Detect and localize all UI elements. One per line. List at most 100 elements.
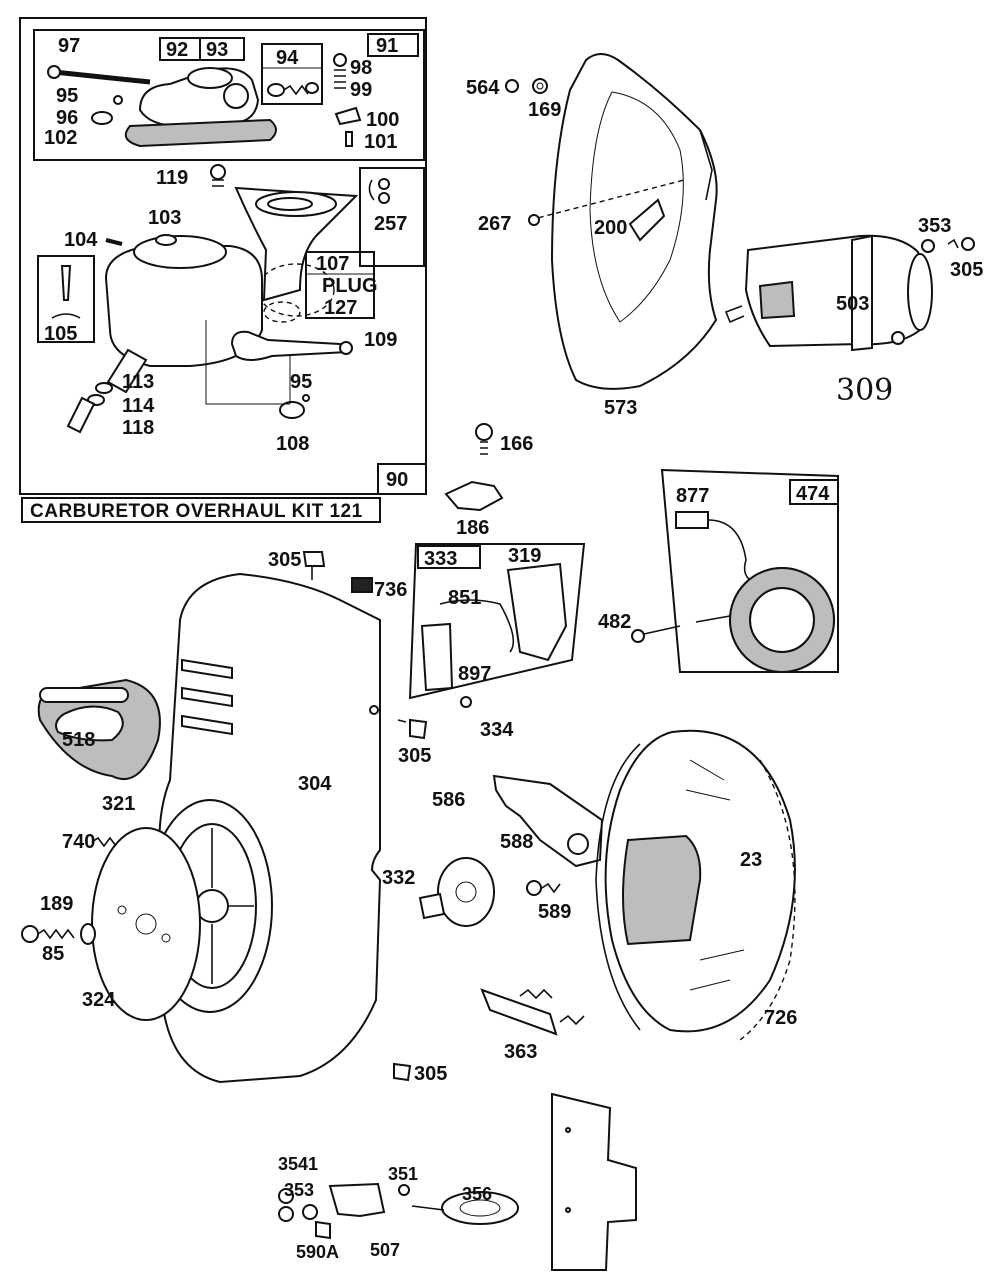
float-103 bbox=[133, 235, 227, 269]
label-118: 118 bbox=[122, 417, 154, 439]
label-3541: 3541 bbox=[278, 1154, 318, 1174]
label-564: 564 bbox=[466, 77, 500, 99]
box-107-plug bbox=[305, 251, 375, 319]
box-93 bbox=[199, 37, 245, 61]
label-305a: 305 bbox=[950, 259, 983, 281]
label-309-handwritten: 309 bbox=[836, 373, 893, 408]
label-877: 877 bbox=[676, 485, 709, 507]
pin-104 bbox=[105, 238, 123, 246]
label-304: 304 bbox=[298, 773, 332, 795]
disc-108 bbox=[279, 401, 305, 419]
needle-105 bbox=[60, 265, 72, 301]
kit-label-box bbox=[21, 497, 381, 523]
bracket-319 bbox=[506, 562, 568, 662]
label-100: 100 bbox=[366, 109, 399, 131]
bolt-590a bbox=[315, 1220, 331, 1240]
bracket-507 bbox=[328, 1182, 386, 1218]
alternator-frame-474 bbox=[660, 468, 839, 673]
shield-plate bbox=[551, 1092, 637, 1271]
screw-589 bbox=[526, 880, 542, 896]
nut-332 bbox=[418, 892, 446, 920]
carburetor-frame-90 bbox=[19, 17, 427, 495]
label-332: 332 bbox=[382, 867, 415, 889]
label-96: 96 bbox=[56, 107, 78, 129]
label-503: 503 bbox=[836, 293, 869, 315]
washer-353b bbox=[302, 1204, 318, 1220]
label-94: 94 bbox=[276, 47, 299, 69]
washer-353 bbox=[921, 239, 935, 253]
label-851: 851 bbox=[448, 587, 481, 609]
carburetor-subframe-91 bbox=[33, 29, 425, 161]
carburetor-group bbox=[19, 17, 427, 523]
flywheel-magnet bbox=[622, 834, 702, 946]
spring-99 bbox=[334, 69, 346, 89]
screw-482 bbox=[631, 629, 645, 643]
label-726: 726 bbox=[764, 1007, 797, 1029]
label-98: 98 bbox=[350, 57, 372, 79]
label-200: 200 bbox=[594, 217, 627, 239]
bolt-305d bbox=[393, 1062, 412, 1082]
label-105: 105 bbox=[44, 323, 77, 345]
washer-113 bbox=[95, 382, 113, 394]
bolt-189 bbox=[21, 925, 39, 943]
label-897: 897 bbox=[458, 663, 491, 685]
label-90: 90 bbox=[386, 469, 408, 491]
carb-upper-port bbox=[187, 67, 233, 89]
washer-169 bbox=[532, 78, 548, 94]
label-356: 356 bbox=[462, 1184, 492, 1204]
label-740: 740 bbox=[62, 831, 95, 853]
carb-intake-elbow bbox=[234, 186, 359, 302]
label-267: 267 bbox=[478, 213, 511, 235]
label-474: 474 bbox=[796, 483, 830, 505]
nut-305 bbox=[961, 237, 975, 251]
rod-97 bbox=[53, 69, 151, 85]
label-589: 589 bbox=[538, 901, 571, 923]
handle-518 bbox=[39, 687, 129, 703]
label-95b: 95 bbox=[290, 371, 312, 393]
screw-334 bbox=[460, 696, 472, 708]
box-90 bbox=[377, 463, 427, 495]
bolt-305c bbox=[409, 718, 428, 740]
carb-gasket-102 bbox=[124, 118, 277, 148]
screw-98 bbox=[333, 53, 347, 67]
misc-small-parts bbox=[302, 423, 504, 593]
label-95a: 95 bbox=[56, 85, 78, 107]
label-103: 103 bbox=[148, 207, 181, 229]
nut-95 bbox=[113, 95, 123, 105]
screw-267 bbox=[528, 214, 540, 226]
label-334: 334 bbox=[480, 719, 514, 741]
label-305d: 305 bbox=[414, 1063, 447, 1085]
label-189: 189 bbox=[40, 893, 73, 915]
label-108: 108 bbox=[276, 433, 309, 455]
label-353a: 353 bbox=[918, 215, 951, 237]
bolt-305b bbox=[302, 551, 326, 567]
screw-740 bbox=[91, 836, 117, 848]
label-518: 518 bbox=[62, 729, 95, 751]
valve-109 bbox=[230, 330, 351, 361]
baffle-group bbox=[505, 53, 975, 390]
mounting-parts bbox=[418, 774, 604, 1036]
label-257: 257 bbox=[374, 213, 407, 235]
label-353b: 353 bbox=[284, 1180, 314, 1200]
label-99: 99 bbox=[350, 79, 372, 101]
screw-166 bbox=[475, 423, 493, 441]
box-105 bbox=[37, 255, 95, 343]
screw-118 bbox=[66, 396, 96, 434]
screw-564 bbox=[505, 79, 519, 93]
box-91 bbox=[367, 33, 419, 57]
label-93: 93 bbox=[206, 39, 228, 61]
clip-100 bbox=[334, 106, 362, 126]
carb-fitting bbox=[223, 83, 249, 109]
nut-3541 bbox=[278, 1206, 294, 1222]
label-119: 119 bbox=[156, 167, 188, 189]
rectifier-group bbox=[408, 543, 586, 708]
label-102: 102 bbox=[44, 127, 77, 149]
label-333: 333 bbox=[424, 548, 457, 570]
label-23: 23 bbox=[740, 849, 762, 871]
bracket-363 bbox=[480, 988, 558, 1036]
label-736: 736 bbox=[374, 579, 407, 601]
label-319: 319 bbox=[508, 545, 541, 567]
clip-736 bbox=[351, 577, 373, 593]
label-114: 114 bbox=[122, 395, 155, 417]
